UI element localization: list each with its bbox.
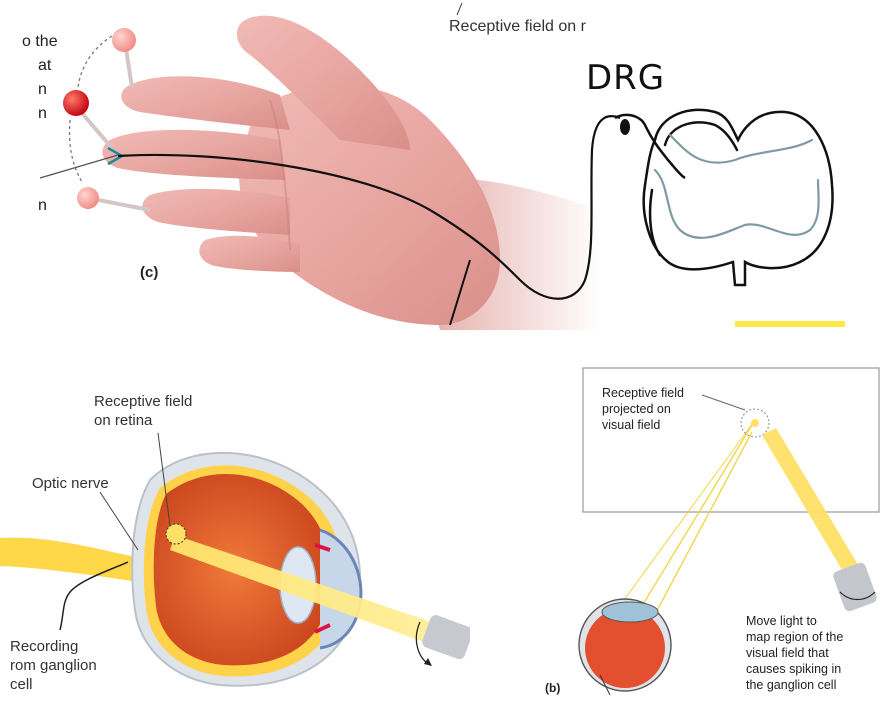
probe-ball-top bbox=[112, 28, 136, 52]
cut-off-line-2: at bbox=[38, 54, 51, 78]
highlight-strip bbox=[735, 321, 845, 327]
cut-off-line-5: n bbox=[38, 194, 47, 218]
probe-ball-bottom bbox=[77, 187, 99, 209]
projected-field-label: Receptive field projected on visual fiel… bbox=[602, 385, 684, 433]
finger-index bbox=[121, 76, 290, 130]
recording-label: Recording rom ganglion cell bbox=[10, 637, 97, 694]
finger-ring bbox=[142, 189, 290, 235]
panel-letter-c: (c) bbox=[140, 264, 158, 281]
move-light-label: Move light to map region of the visual f… bbox=[746, 613, 843, 693]
cut-off-text-block: o the bbox=[22, 30, 58, 54]
panel-letter-b: (b) bbox=[545, 681, 560, 695]
drg-label: DRG bbox=[586, 58, 665, 98]
top-panel-illustration bbox=[0, 0, 885, 340]
receptive-field-top-label: Receptive field on r bbox=[449, 17, 586, 36]
finger-pinky bbox=[199, 236, 300, 272]
probe-ball-active bbox=[63, 90, 89, 116]
cut-off-line-3: n bbox=[38, 78, 47, 102]
cut-off-line-4: n bbox=[38, 102, 47, 126]
visual-light-pen bbox=[832, 561, 878, 612]
optic-nerve-label: Optic nerve bbox=[32, 474, 109, 493]
retina-receptive-field bbox=[166, 524, 186, 544]
receptive-field-retina-label: Receptive field on retina bbox=[94, 392, 192, 430]
